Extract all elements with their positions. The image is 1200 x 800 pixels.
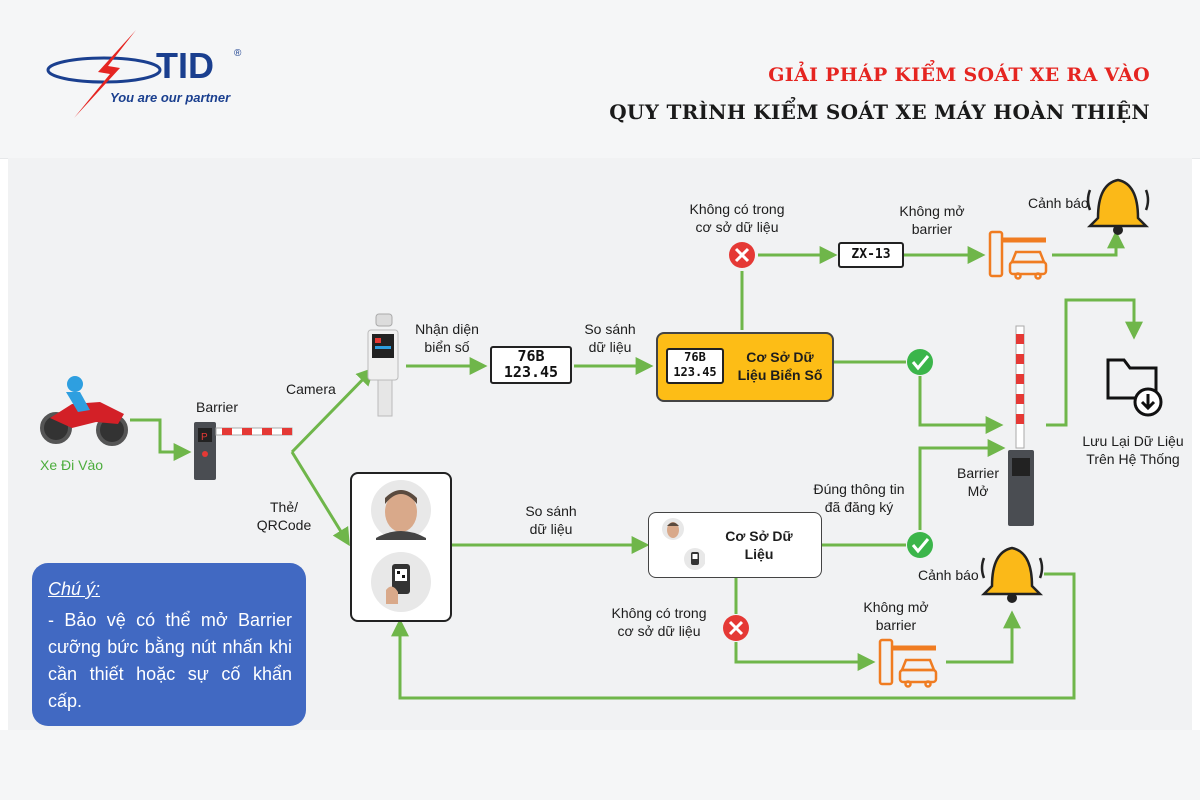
correct-info-label: Đúng thông tin đã đăng ký (804, 480, 914, 516)
warning-top-label: Cảnh báo (1028, 195, 1089, 211)
arrow-check2-barrier (918, 439, 1006, 530)
footer (0, 730, 1200, 800)
no-open-bottom-line1: Không mở (863, 599, 929, 615)
note-box: Chú ý: - Bảo vệ có thể mở Barrier cưỡng … (32, 563, 306, 726)
correct-info-line1: Đúng thông tin (813, 481, 905, 497)
arrow-to-bell-bottom (946, 610, 1021, 664)
barrier-car-icon (988, 230, 1048, 280)
barrier-gate-icon (1008, 325, 1034, 526)
plate-db-line2: Liệu Biển Số (737, 367, 823, 383)
bell-icon (980, 546, 1044, 603)
compare-top-line1: So sánh (584, 321, 636, 337)
note-title: Chú ý: (48, 579, 101, 599)
db-plate-line2: 123.45 (673, 365, 717, 379)
compare-top-label: So sánh dữ liệu (578, 320, 642, 356)
arrow-entry-barrier (130, 418, 192, 461)
no-open-top-line2: barrier (911, 221, 953, 237)
barrier-open-line1: Barrier (956, 465, 999, 481)
arrow-to-camera (290, 367, 375, 454)
entry-label: Xe Đi Vào (40, 457, 104, 473)
license-plate-icon: 76B 123.45 (666, 348, 724, 384)
identity-card-box (350, 472, 452, 622)
arrow-loop-back (391, 572, 1076, 700)
not-in-db-bottom-line2: cơ sở dữ liệu (617, 623, 701, 639)
plate-db-label: Cơ Sở Dữ Liệu Biển Số (730, 348, 830, 384)
page-subtitle: QUY TRÌNH KIỂM SOÁT XE MÁY HOÀN THIỆN (609, 100, 1150, 124)
barrier-label: Barrier (196, 399, 239, 415)
cross-icon (729, 242, 755, 268)
not-in-db-top-label: Không có trong cơ sở dữ liệu (682, 200, 792, 236)
plate-line1: 76B (517, 347, 545, 365)
face-icon (371, 480, 431, 540)
no-open-top-label: Không mở barrier (892, 202, 972, 238)
barrier-open-label: Barrier Mở (950, 464, 1006, 500)
card-qr-label-line1: Thẻ/ (269, 499, 298, 515)
no-open-bottom-line2: barrier (875, 617, 917, 633)
plate-line2: 123.45 (503, 363, 559, 381)
card-qr-label-line2: QRCode (256, 517, 312, 533)
recognize-label-line1: Nhận diện (415, 321, 479, 337)
data-db-line2: Liệu (744, 546, 774, 562)
brand-registered: ® (234, 48, 242, 59)
tid-logo: TID ® (46, 30, 242, 118)
compare-top-line2: dữ liệu (588, 339, 632, 355)
data-db-label: Cơ Sở Dữ Liệu (711, 527, 807, 563)
page-title: GIẢI PHÁP KIỂM SOÁT XE RA VÀO (768, 64, 1150, 86)
compare-bottom-label: So sánh dữ liệu (518, 502, 584, 538)
motorcycle-icon (40, 376, 128, 446)
card-qr-label: Thẻ/ QRCode (256, 498, 312, 534)
reject-plate-icon: ZX-13 (838, 242, 904, 268)
cross-icon (723, 615, 749, 641)
check-icon (907, 349, 933, 375)
check-icon (907, 532, 933, 558)
save-line1: Lưu Lại Dữ Liệu (1082, 433, 1184, 449)
camera-pole-icon (367, 313, 399, 417)
no-open-bottom-label: Không mở barrier (856, 598, 936, 634)
plate-db-line1: Cơ Sở Dữ (746, 349, 814, 365)
header (0, 0, 1200, 159)
compare-bottom-line2: dữ liệu (529, 521, 573, 537)
save-line2: Trên Hệ Thống (1086, 451, 1180, 467)
folder-download-icon (1106, 358, 1163, 417)
not-in-db-bottom-line1: Không có trong (611, 605, 707, 621)
bell-icon (1086, 178, 1150, 235)
brand-tagline: You are our partner (110, 90, 231, 105)
db-plate-line1: 76B (684, 350, 706, 364)
correct-info-line2: đã đăng ký (824, 499, 894, 515)
brand-name: TID (156, 45, 214, 86)
barrier-gate-icon: P (194, 422, 293, 480)
barrier-open-line2: Mở (967, 483, 989, 499)
arrow-reject2-nobarrier (734, 642, 876, 671)
warning-bottom-label: Cảnh báo (918, 567, 979, 583)
qrcode-phone-icon (371, 552, 431, 612)
camera-label: Camera (286, 381, 336, 397)
license-plate-icon: 76B 123.45 (490, 346, 572, 384)
barrier-car-icon (878, 638, 938, 688)
compare-bottom-line1: So sánh (525, 503, 577, 519)
not-in-db-top-line1: Không có trong (689, 201, 785, 217)
no-open-top-line1: Không mở (899, 203, 965, 219)
note-body: - Bảo vệ có thể mở Barrier cưỡng bức bằn… (48, 610, 292, 711)
recognize-label-line2: biển số (424, 339, 470, 355)
arrow-to-save (1046, 298, 1143, 427)
svg-text:P: P (201, 432, 208, 443)
flow-arrows (130, 230, 1143, 700)
plate-database-box: 76B 123.45 Cơ Sở Dữ Liệu Biển Số (656, 332, 834, 402)
not-in-db-bottom-label: Không có trong cơ sở dữ liệu (604, 604, 714, 640)
face-icon (662, 518, 705, 570)
data-database-box: Cơ Sở Dữ Liệu (648, 512, 822, 578)
arrow-to-bell-top (1052, 230, 1125, 257)
data-db-line1: Cơ Sở Dữ (725, 528, 793, 544)
not-in-db-top-line2: cơ sở dữ liệu (695, 219, 779, 235)
arrow-to-card (290, 451, 350, 547)
arrow-check-barrier (918, 376, 1004, 434)
save-label: Lưu Lại Dữ Liệu Trên Hệ Thống (1074, 432, 1192, 468)
recognize-label: Nhận diện biển số (410, 320, 484, 356)
